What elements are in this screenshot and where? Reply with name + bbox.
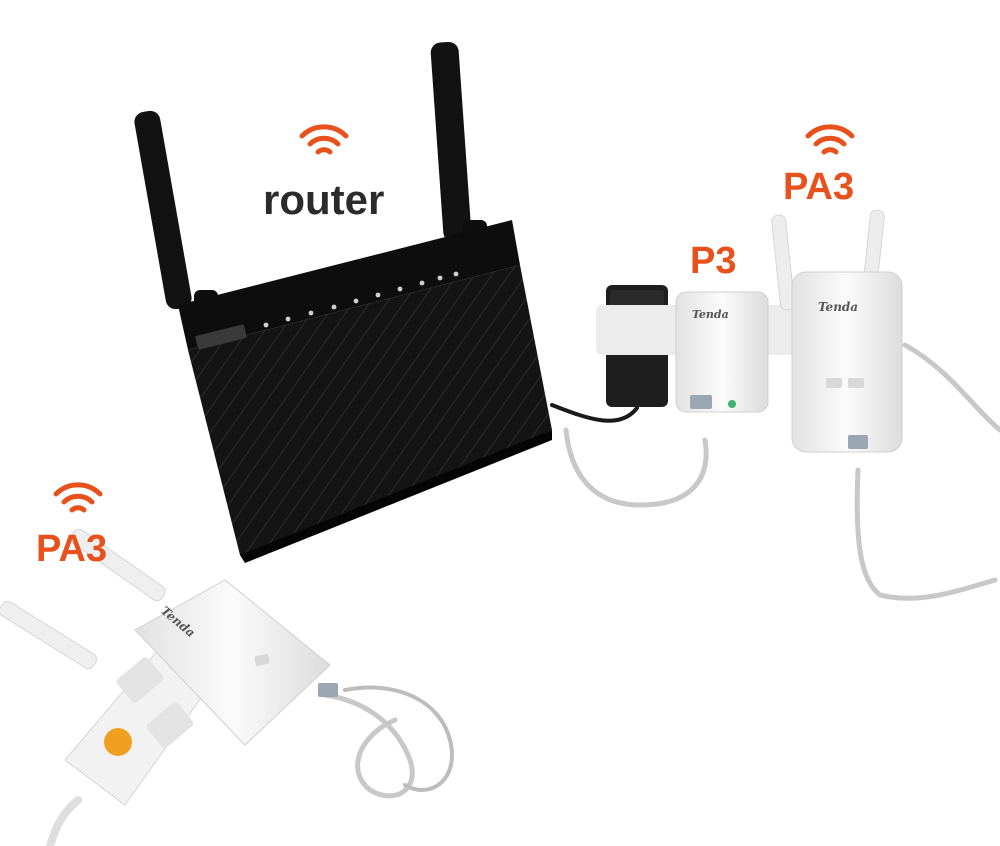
power-strip-switch — [104, 728, 132, 756]
router-label: router — [263, 176, 385, 223]
ethernet-cable-pa3-right — [854, 467, 998, 601]
pa3-left-device: Tenda — [0, 528, 338, 746]
power-strip-cable — [46, 796, 82, 846]
ethernet-cable-router-p3 — [563, 427, 709, 508]
pa3-right-wifi-button-icon — [848, 378, 864, 388]
p3-ethernet-port — [690, 395, 712, 409]
pa3-left-label: PA3 — [36, 528, 108, 570]
pa3-right-label: PA3 — [783, 166, 855, 208]
pa3-left-ethernet-port — [318, 683, 338, 697]
router-led-icon — [331, 304, 337, 310]
pa3-right-antenna-left — [771, 214, 795, 311]
router-logo — [195, 324, 247, 350]
ethernet-cable-pa3-left-2 — [343, 685, 454, 792]
router-led-icon — [437, 275, 443, 281]
router-status-leds — [263, 271, 459, 328]
wifi-signal-icon — [805, 124, 855, 155]
router — [178, 220, 552, 563]
router-antenna-left — [134, 110, 192, 310]
pa3-left-body — [134, 579, 331, 746]
pa3-left-antenna-right — [70, 528, 166, 602]
power-adapter-plug — [610, 290, 664, 308]
p3-status-led — [728, 400, 736, 408]
power-strip-socket — [116, 657, 164, 703]
cables — [46, 342, 1000, 846]
power-cable-adapter — [550, 403, 639, 423]
router-body — [188, 265, 552, 560]
power-cable-right — [902, 342, 1000, 433]
p3-device: Tenda — [675, 291, 769, 413]
p3-brand: Tenda — [692, 308, 729, 321]
ethernet-cable-pa3-left — [322, 692, 415, 799]
pa3-right-body — [791, 271, 903, 453]
router-led-icon — [263, 322, 269, 328]
router-led-icon — [453, 271, 459, 277]
p3-body — [675, 291, 769, 413]
router-led-icon — [397, 286, 403, 292]
router-antenna-right — [430, 41, 472, 243]
wifi-signal-icon — [53, 482, 103, 513]
pa3-right-button-icon — [826, 378, 842, 388]
pa3-right-brand: Tenda — [818, 300, 858, 314]
pa3-left-antenna-left — [0, 600, 98, 670]
router-bottom-edge — [240, 430, 552, 563]
p3-label: P3 — [690, 240, 737, 282]
router-led-icon — [353, 298, 359, 304]
power-strip-socket — [146, 702, 194, 748]
pa3-left-button-icon — [254, 654, 270, 666]
wifi-signal-icon — [299, 124, 349, 155]
pa3-right-device: Tenda — [771, 209, 903, 453]
router-top-panel — [178, 220, 520, 350]
router-led-icon — [419, 280, 425, 286]
router-led-icon — [375, 292, 381, 298]
pa3-right-ethernet-port — [848, 435, 868, 449]
router-led-icon — [308, 310, 314, 316]
router-led-icon — [285, 316, 291, 322]
